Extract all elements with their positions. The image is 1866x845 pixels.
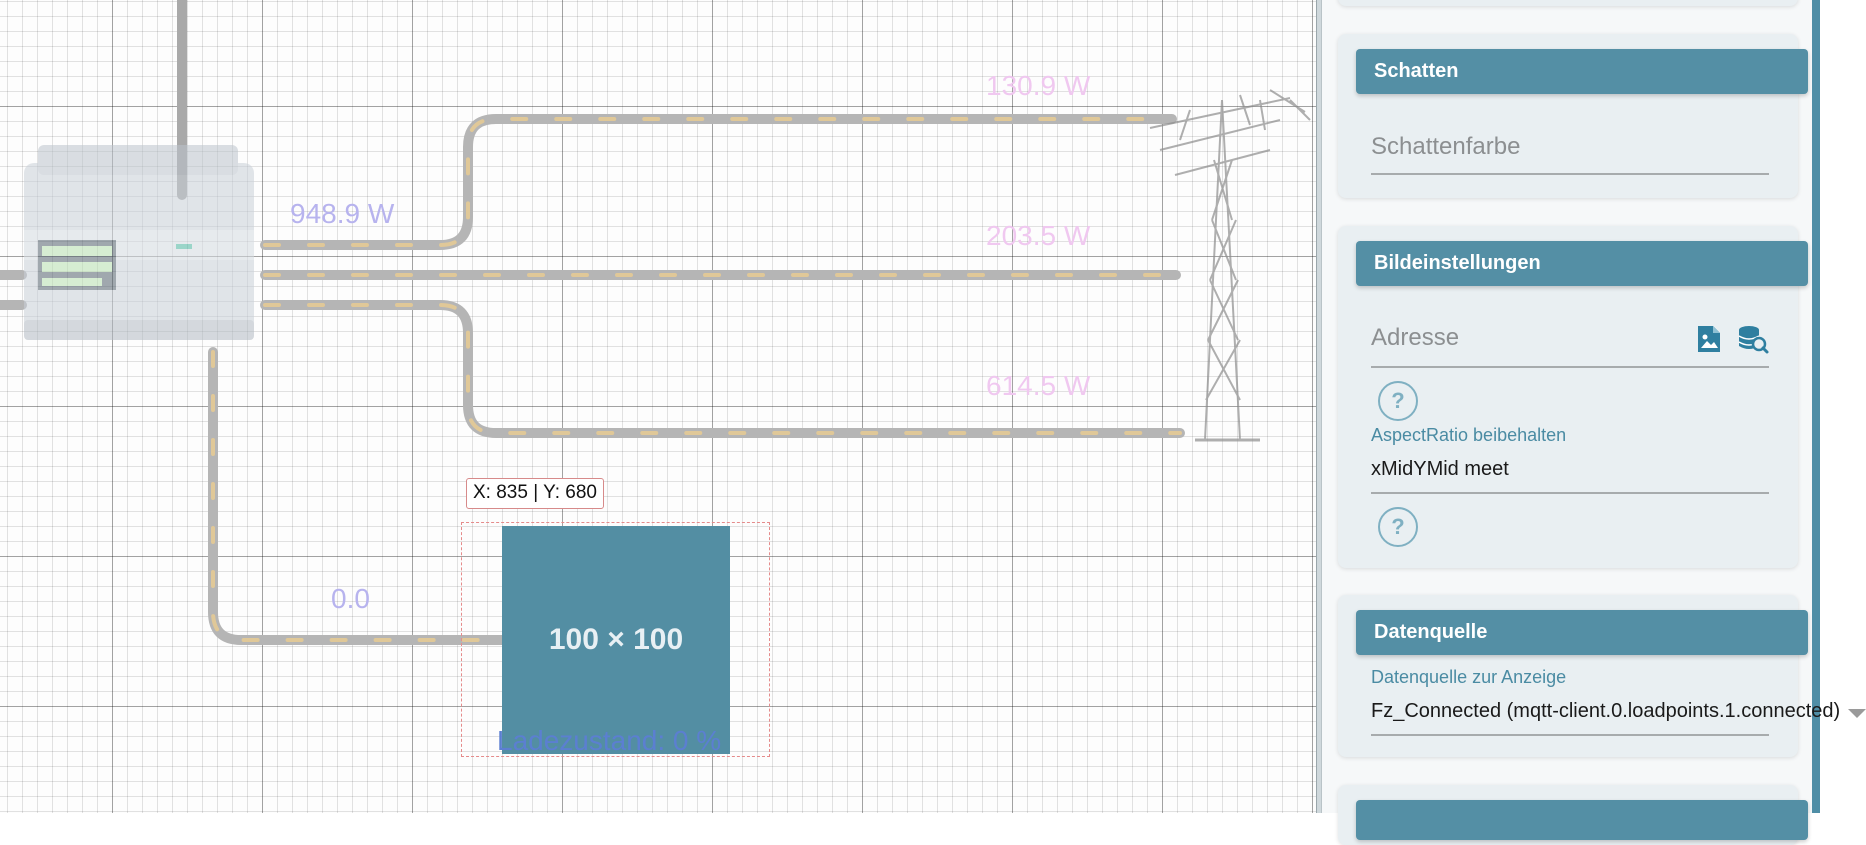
properties-panel: Schatten Schattenfarbe Bildeinstellungen…: [1322, 0, 1866, 845]
datasource-label: Datenquelle zur Anzeige: [1371, 667, 1567, 687]
placeholder-size-text: 100 × 100: [548, 623, 684, 656]
datasource-select[interactable]: Fz_Connected (mqtt-client.0.loadpoints.1…: [1371, 700, 1866, 736]
shadow-card-title: Schatten: [1356, 49, 1808, 94]
datasource-value: Fz_Connected (mqtt-client.0.loadpoints.1…: [1371, 700, 1841, 722]
datasource-card-title: Datenquelle: [1356, 610, 1808, 655]
previous-card: [1338, 0, 1798, 6]
image-settings-card: Bildeinstellungen Adresse ? AspectRatio …: [1338, 226, 1808, 568]
image-placeholder[interactable]: 100 × 100: [502, 526, 730, 754]
flow-line-wallbox: [208, 347, 507, 645]
editor-canvas[interactable]: 948.9 W 130.9 W 203.5 W 614.5 W 0.0 100 …: [0, 0, 1318, 813]
power-label-grid-l1: 130.9 W: [986, 70, 1091, 101]
image-file-icon[interactable]: [1695, 324, 1725, 354]
dropdown-arrow-icon[interactable]: [1848, 709, 1866, 718]
aspect-ratio-field[interactable]: xMidYMid meet: [1371, 458, 1769, 494]
shadow-color-placeholder: Schattenfarbe: [1371, 133, 1521, 160]
aspect-ratio-value: xMidYMid meet: [1371, 458, 1509, 480]
shadow-card: Schatten Schattenfarbe: [1338, 34, 1808, 198]
charge-state-label: Ladezustand: 0 %: [497, 725, 722, 756]
address-field[interactable]: Adresse: [1371, 324, 1769, 368]
datasource-card: Datenquelle Datenquelle zur Anzeige Fz_C…: [1338, 595, 1866, 757]
coordinates-tooltip: X: 835 | Y: 680: [466, 478, 604, 509]
database-search-icon[interactable]: [1737, 324, 1769, 354]
power-label-meter: 948.9 W: [290, 198, 395, 229]
power-label-grid-l2: 203.5 W: [986, 220, 1091, 251]
energy-meter-icon: [24, 145, 254, 340]
power-pylon-icon: [1149, 89, 1311, 442]
help-icon[interactable]: ?: [1378, 381, 1418, 421]
image-settings-title: Bildeinstellungen: [1356, 241, 1808, 286]
panel-scrollbar[interactable]: [1812, 0, 1820, 813]
aspect-ratio-label: AspectRatio beibehalten: [1371, 425, 1567, 445]
address-placeholder: Adresse: [1371, 324, 1460, 351]
selection-box[interactable]: [461, 522, 770, 757]
power-label-wallbox: 0.0: [331, 583, 370, 614]
power-label-grid-l3: 614.5 W: [986, 370, 1091, 401]
panel-splitter[interactable]: [1316, 0, 1322, 813]
next-card: [1338, 785, 1808, 845]
shadow-color-field[interactable]: Schattenfarbe: [1371, 133, 1769, 175]
next-card-header: [1356, 800, 1808, 840]
help-icon[interactable]: ?: [1378, 507, 1418, 547]
flow-lines: [0, 0, 1311, 645]
